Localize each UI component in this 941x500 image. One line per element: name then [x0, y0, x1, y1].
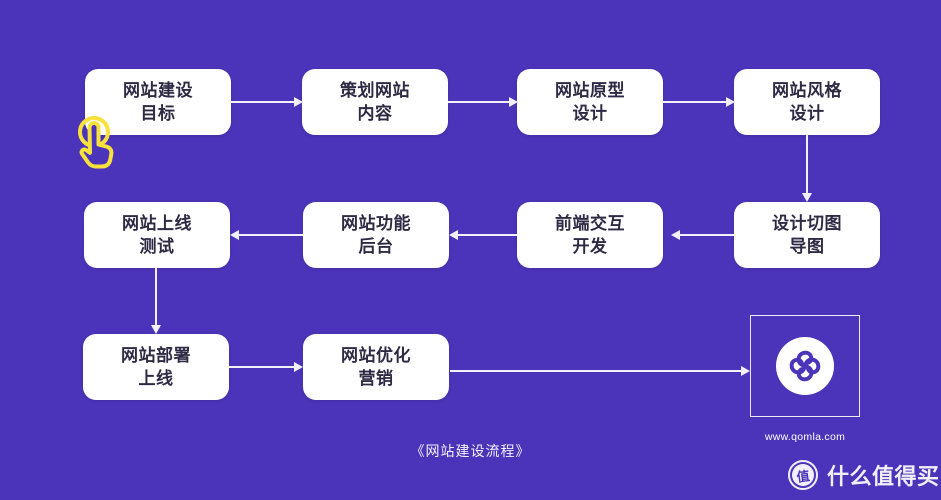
flow-node-label: 网站优化 营销 — [341, 346, 411, 388]
flow-node-marketing: 网站优化 营销 — [303, 334, 449, 400]
flow-node-label: 网站风格 设计 — [772, 81, 842, 123]
logo-site-url: www.qomla.com — [764, 431, 846, 443]
flow-node-label: 网站建设 目标 — [123, 81, 193, 123]
flow-node-slicing: 设计切图 导图 — [734, 202, 880, 268]
tap-hand-icon — [69, 114, 117, 177]
flow-node-label: 网站功能 后台 — [341, 214, 411, 256]
flow-node-label: 网站上线 测试 — [122, 214, 192, 256]
qomla-logo-icon — [776, 337, 834, 395]
connector-arrow-right — [448, 97, 518, 106]
flow-node-label: 策划网站 内容 — [340, 81, 410, 123]
connector-arrow-right — [229, 362, 303, 371]
smzdm-badge-icon: 值 — [788, 460, 818, 490]
smzdm-watermark: 值 什么值得买 — [788, 459, 940, 491]
flow-node-label: 前端交互 开发 — [555, 214, 625, 256]
flow-node-frontend: 前端交互 开发 — [517, 202, 663, 268]
flow-node-label: 设计切图 导图 — [772, 214, 842, 256]
flow-node-launch-test: 网站上线 测试 — [84, 202, 230, 268]
connector-arrow-left — [230, 230, 303, 239]
flow-node-plan: 策划网站 内容 — [302, 69, 448, 135]
flow-node-prototype: 网站原型 设计 — [517, 69, 663, 135]
smzdm-badge-glyph: 值 — [790, 462, 816, 488]
flow-node-label: 网站原型 设计 — [555, 81, 625, 123]
flow-node-deploy: 网站部署 上线 — [83, 334, 229, 400]
connector-arrow-right — [663, 97, 735, 106]
connector-arrow-down — [151, 268, 160, 334]
flow-node-style: 网站风格 设计 — [734, 69, 880, 135]
flow-node-label: 网站部署 上线 — [121, 346, 191, 388]
connector-arrow-right — [231, 97, 303, 106]
connector-arrow-left — [671, 230, 734, 239]
smzdm-brand-text: 什么值得买 — [827, 464, 940, 489]
connector-arrow-right — [450, 366, 750, 375]
diagram-caption: 《网站建设流程》 — [410, 443, 531, 459]
connector-arrow-left — [449, 230, 517, 239]
flow-node-backend: 网站功能 后台 — [303, 202, 449, 268]
logo-box — [750, 315, 860, 417]
connector-arrow-down — [802, 135, 811, 202]
flow-node-goal: 网站建设 目标 — [85, 69, 231, 135]
